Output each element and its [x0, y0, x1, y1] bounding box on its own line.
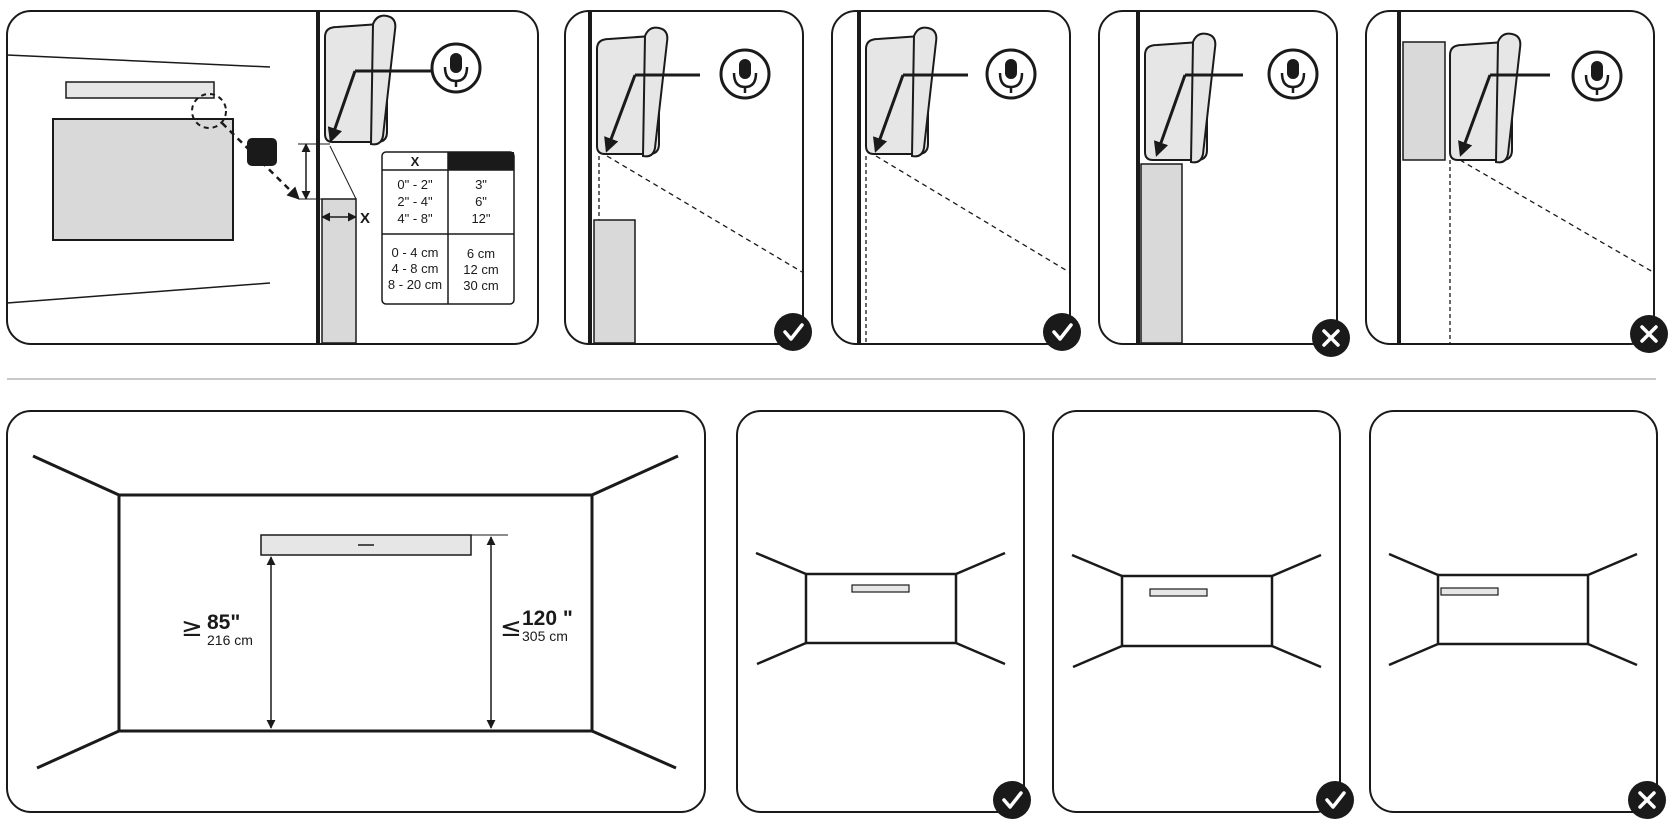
microphone-icon [1267, 48, 1319, 100]
microphone-icon [1571, 50, 1623, 102]
min-symbol: ≥ [181, 613, 203, 643]
cross-icon [1628, 313, 1670, 355]
max-height-metric: 305 cm [522, 628, 568, 644]
y-marker: Y [247, 138, 277, 166]
room-example-off-center [1052, 410, 1356, 821]
gap-table: X Y 0" - 2" 2" - 4" 4" - 8" 3" 6" 12" 0 … [381, 151, 515, 305]
max-height-label: ≤ 120 " 305 cm [500, 607, 573, 644]
table-header-x: X [411, 154, 420, 169]
microphone-icon [430, 42, 482, 94]
soundbar [65, 81, 215, 99]
table-cell: 4 - 8 cm [392, 261, 439, 276]
y-marker-label: Y [256, 143, 268, 163]
max-symbol: ≤ [500, 613, 522, 643]
table-cell: 3" [475, 177, 487, 192]
x-marker-label: X [360, 210, 370, 227]
placement-example-obstacle-above [1365, 10, 1670, 355]
placement-example-tall-obstacle [1098, 10, 1352, 359]
check-icon [1314, 779, 1356, 821]
display-panel [52, 118, 234, 241]
check-icon [772, 311, 814, 353]
min-height-value: 85" [207, 611, 240, 634]
microphone-icon [719, 48, 771, 100]
cross-icon [1626, 779, 1668, 821]
min-height-metric: 216 cm [207, 632, 253, 648]
table-cell: 0 - 4 cm [392, 245, 439, 260]
max-height-value: 120 " [522, 607, 573, 630]
table-cell: 30 cm [463, 278, 498, 293]
check-icon [991, 779, 1033, 821]
table-cell: 6" [475, 194, 487, 209]
table-cell: 2" - 4" [397, 194, 433, 209]
mounting-height-panel: ≥ 85" 216 cm ≤ 120 " 305 cm [6, 410, 706, 813]
placement-example-no-obstacle [831, 10, 1083, 353]
min-height-label: ≥ 85" 216 cm [181, 611, 253, 648]
microphone-icon [985, 48, 1037, 100]
table-cell: 12" [471, 211, 490, 226]
obstacle [321, 198, 357, 344]
cross-icon [1310, 317, 1352, 359]
table-cell: 12 cm [463, 262, 498, 277]
table-cell: 6 cm [467, 246, 495, 261]
table-cell: 0" - 2" [397, 177, 433, 192]
table-cell: 4" - 8" [397, 211, 433, 226]
table-header-y: Y [477, 154, 486, 169]
placement-example-low-obstacle [564, 10, 814, 353]
gap-diagram-panel: Y X X Y 0" - 2" 2" - 4" 4" - 8" 3" [6, 10, 539, 345]
room-example-centered [736, 410, 1033, 821]
room-example-corner [1369, 410, 1668, 821]
table-cell: 8 - 20 cm [388, 277, 442, 292]
check-icon [1041, 311, 1083, 353]
